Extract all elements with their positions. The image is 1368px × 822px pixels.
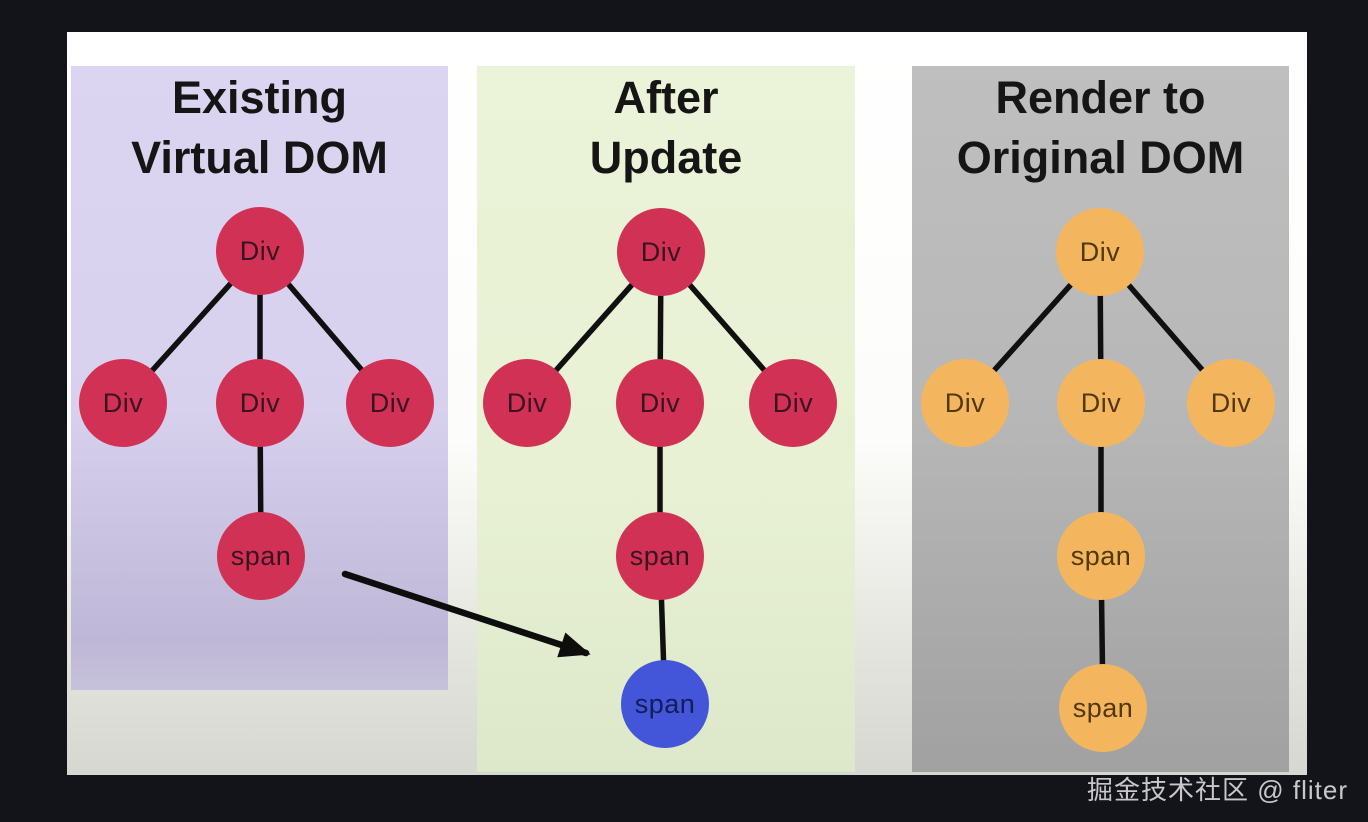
tree-node-span-upper: span	[1057, 512, 1145, 600]
tree-node-div-middle: Div	[1057, 359, 1145, 447]
tree-node-div-right: Div	[346, 359, 434, 447]
panel-title-line1: Render to	[995, 72, 1206, 123]
tree-node-div-middle: Div	[616, 359, 704, 447]
panel-title-line2: Virtual DOM	[131, 132, 388, 183]
tree-node-div-middle: Div	[216, 359, 304, 447]
tree-node-span-lower: span	[1059, 664, 1147, 752]
panel-title-after-update: After Update	[477, 68, 855, 188]
panel-title-line2: Original DOM	[956, 132, 1245, 183]
panel-title-render-original-dom: Render to Original DOM	[912, 68, 1289, 188]
panel-title-line1: Existing	[171, 72, 348, 123]
watermark: 掘金技术社区 @ fliter	[1087, 775, 1348, 805]
tree-node-div-root: Div	[216, 207, 304, 295]
tree-node-div-right: Div	[1187, 359, 1275, 447]
panel-title-line2: Update	[589, 132, 743, 183]
tree-node-div-left: Div	[79, 359, 167, 447]
panel-title-existing-virtual-dom: Existing Virtual DOM	[71, 68, 448, 188]
tree-node-div-left: Div	[483, 359, 571, 447]
tree-node-div-right: Div	[749, 359, 837, 447]
tree-node-div-root: Div	[1056, 208, 1144, 296]
tree-node-span: span	[616, 512, 704, 600]
tree-node-span-changed: span	[621, 660, 709, 748]
tree-node-div-root: Div	[617, 208, 705, 296]
tree-node-span: span	[217, 512, 305, 600]
panel-title-line1: After	[613, 72, 719, 123]
tree-node-div-left: Div	[921, 359, 1009, 447]
